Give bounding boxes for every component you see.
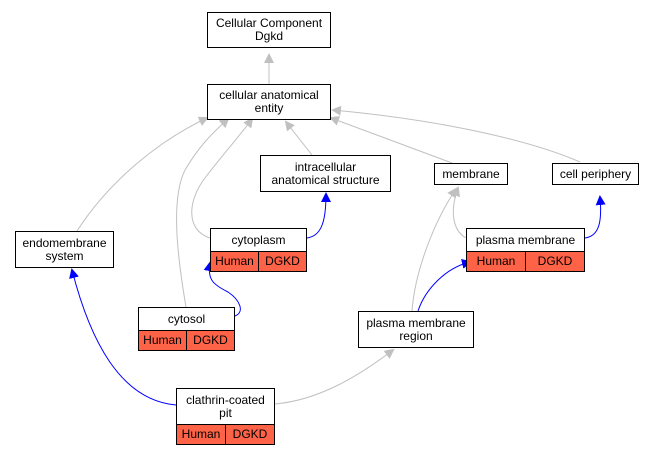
node-cell-periphery[interactable]: cell periphery [552, 163, 639, 185]
node-cellular-anatomical-entity[interactable]: cellular anatomical entity [207, 84, 331, 120]
gene-tag: DGKD [258, 252, 306, 271]
edge-cytosol-to-cae [176, 117, 230, 308]
node-label: endomembrane system [22, 235, 107, 263]
node-endomembrane-system[interactable]: endomembrane system [15, 231, 114, 268]
annotation-row: Human DGKD [211, 251, 306, 271]
edge-membrane-to-cae [329, 116, 453, 164]
edge-endo-to-cae [76, 116, 209, 232]
annotation-row: Human DGKD [177, 424, 274, 444]
edge-pmr-to-membrane [411, 187, 458, 312]
annotation-row: Human DGKD [467, 251, 584, 271]
node-clathrin-coated-pit[interactable]: clathrin-coated pit Human DGKD [176, 388, 275, 445]
edge-cytosol-to-cytoplasm [203, 261, 241, 317]
gene-tag: DGKD [525, 252, 584, 271]
edge-pmr-to-pm [417, 259, 472, 312]
node-label: membrane [442, 166, 500, 181]
node-label: plasma membrane region [366, 315, 466, 343]
gene-tag: DGKD [225, 425, 274, 444]
species-tag: Human [211, 252, 258, 271]
edge-pm-to-periphery [584, 195, 606, 239]
node-label: cytosol [167, 311, 206, 326]
node-cellular-component-dgkd[interactable]: Cellular Component Dgkd [207, 12, 331, 48]
node-plasma-membrane-region[interactable]: plasma membrane region [358, 311, 474, 348]
edge-pm-to-membrane [450, 186, 467, 239]
node-label: Cellular Component Dgkd [215, 16, 323, 43]
annotation-row: Human DGKD [139, 330, 234, 350]
node-label: clathrin-coated pit [186, 392, 265, 420]
edge-periphery-to-cae [331, 105, 581, 163]
node-label: cellular anatomical entity [219, 88, 319, 115]
gene-tag: DGKD [186, 331, 234, 350]
node-membrane[interactable]: membrane [434, 163, 508, 185]
edge-ccp-to-endo [69, 268, 177, 406]
node-cytoplasm[interactable]: cytoplasm Human DGKD [210, 228, 307, 272]
node-label: cytoplasm [231, 232, 286, 247]
species-tag: Human [139, 331, 186, 350]
node-label: intracellular anatomical structure [271, 159, 380, 187]
edge-cytoplasm-to-cae [191, 117, 254, 239]
edge-ccp-to-pmr [274, 348, 395, 405]
edge-cytoplasm-to-ias [306, 192, 331, 239]
edge-ias-to-cae [284, 120, 313, 156]
node-intracellular-anatomical-structure[interactable]: intracellular anatomical structure [260, 155, 391, 192]
species-tag: Human [177, 425, 225, 444]
node-label: plasma membrane [475, 232, 576, 247]
node-cytosol[interactable]: cytosol Human DGKD [138, 307, 235, 351]
species-tag: Human [467, 252, 525, 271]
node-plasma-membrane[interactable]: plasma membrane Human DGKD [466, 228, 585, 272]
node-label: cell periphery [559, 166, 632, 181]
